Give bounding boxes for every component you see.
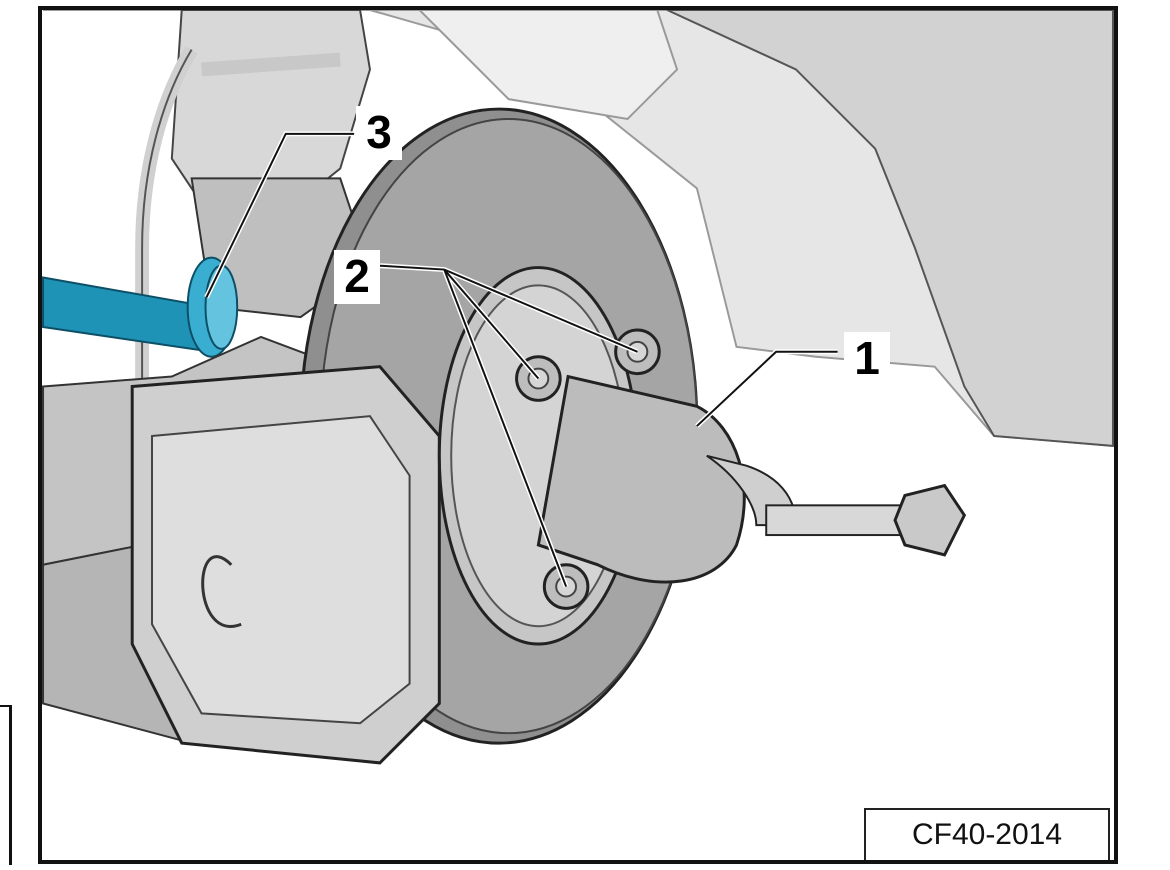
side-bracket-line <box>0 705 12 865</box>
brake-line-outline <box>141 49 193 397</box>
wheel-arch-liner <box>666 10 1114 447</box>
callout-label-2: 2 <box>334 250 380 304</box>
tool-hex-nut <box>893 483 967 557</box>
figure-code-label: CF40-2014 <box>864 808 1110 860</box>
brake-line-upper <box>201 52 341 77</box>
caliper-bracket <box>201 555 242 628</box>
stabilizer-bushing-ring <box>204 264 239 350</box>
leader-lines <box>205 132 838 587</box>
caliper-body <box>151 415 411 725</box>
illustration-frame: 1 2 3 CF40-2014 <box>38 6 1118 864</box>
tool-spindle <box>765 504 906 537</box>
callout-label-1: 1 <box>844 332 890 386</box>
brake-assembly-illustration <box>42 10 1114 860</box>
body-panel <box>418 10 679 121</box>
wheel-hub-tool-icon <box>536 374 746 584</box>
callout-label-3: 3 <box>356 106 402 160</box>
